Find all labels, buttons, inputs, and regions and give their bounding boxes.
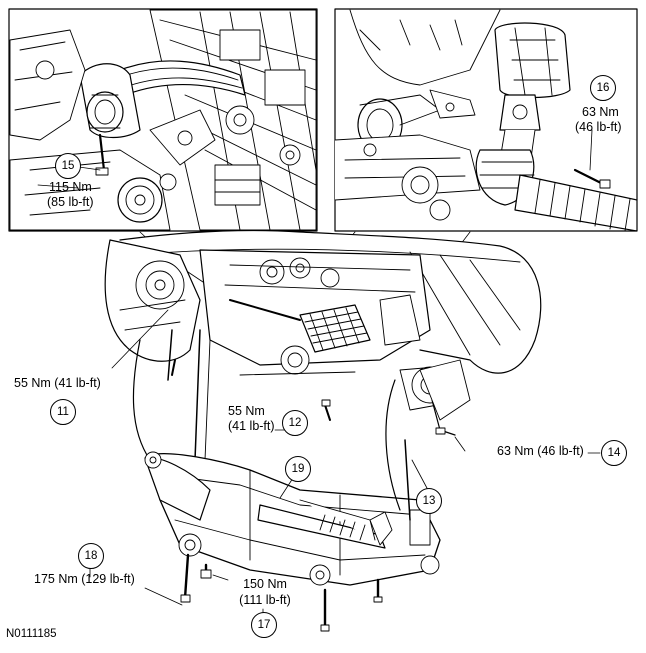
callout-15: 15 [55,153,81,179]
torque-12: 55 Nm [228,404,265,418]
torque-14: 63 Nm (46 lb-ft) [497,444,584,458]
callout-11: 11 [50,399,76,425]
bolt-17 [200,563,212,579]
torque-18: 175 Nm (129 lb-ft) [34,572,135,586]
callout-14: 14 [601,440,627,466]
torque-15: 115 Nm [49,180,92,194]
bolt-11 [171,359,176,376]
torque-11: 55 Nm (41 lb-ft) [14,376,101,390]
callout-16: 16 [590,75,616,101]
callout-12: 12 [282,410,308,436]
callout-13: 13 [416,488,442,514]
torque-15-imperial: (85 lb-ft) [47,195,94,209]
torque-17-imperial: (111 lb-ft) [239,593,291,607]
callout-19: 19 [285,456,311,482]
torque-17: 150 Nm [243,577,287,591]
callout-18: 18 [78,543,104,569]
oil-pan [299,304,371,353]
bolt-16 [573,168,611,189]
callout-17: 17 [251,612,277,638]
torque-16-imperial: (46 lb-ft) [575,120,622,134]
bolt-18 [180,553,191,603]
bolt-12 [321,399,331,421]
steering-rack [257,499,393,549]
main-view [89,229,601,632]
bolt-15 [95,133,109,176]
document-id: N0111185 [6,628,57,640]
inset-left [8,8,318,232]
torque-12-imperial: (41 lb-ft) [228,419,275,433]
inset-right [334,8,638,232]
torque-16: 63 Nm [582,105,619,119]
